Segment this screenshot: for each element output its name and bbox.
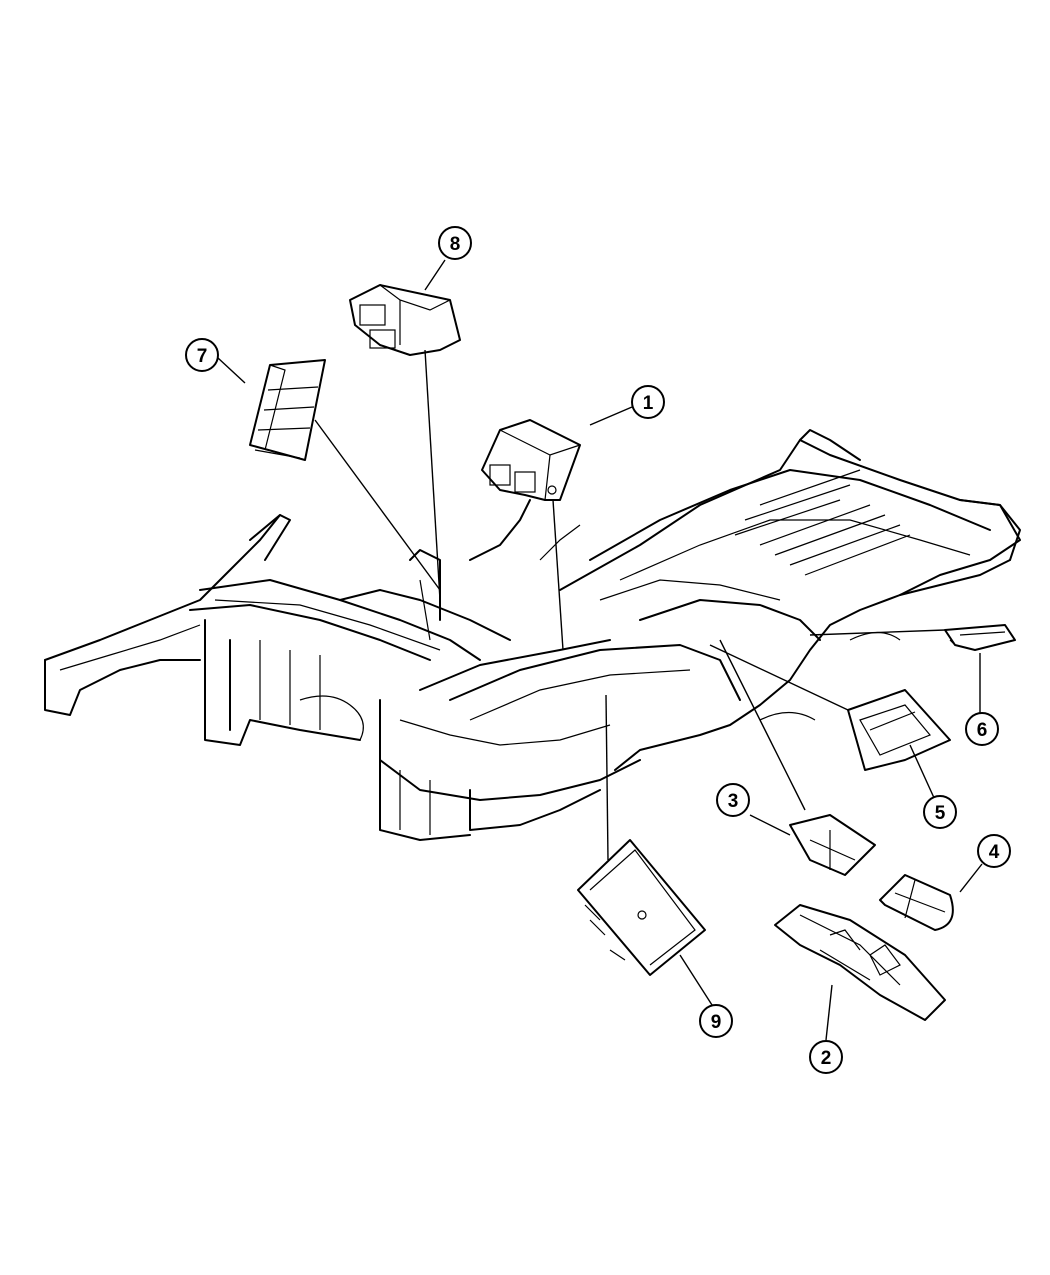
callout-5: 5 — [923, 795, 957, 829]
callout-2-label: 2 — [821, 1048, 832, 1069]
callout-1-label: 1 — [643, 393, 654, 414]
part-6-module — [944, 624, 1016, 651]
callout-3: 3 — [716, 783, 750, 817]
part-2-bezel — [774, 904, 946, 1021]
callout-5-label: 5 — [935, 803, 946, 824]
callout-3-label: 3 — [728, 791, 739, 812]
part-5-module — [847, 689, 951, 771]
callout-7: 7 — [185, 338, 219, 372]
callout-9-label: 9 — [711, 1012, 722, 1033]
callout-8-label: 8 — [450, 234, 461, 255]
callout-2: 2 — [809, 1040, 843, 1074]
callout-6: 6 — [965, 712, 999, 746]
callout-6-label: 6 — [977, 720, 988, 741]
part-7-module — [249, 359, 326, 461]
leader-lines — [217, 259, 983, 1041]
part-9-module — [577, 839, 706, 976]
callout-8: 8 — [438, 226, 472, 260]
part-3-pad — [789, 814, 876, 876]
callout-1: 1 — [631, 385, 665, 419]
vehicle-underbody — [44, 429, 1021, 841]
part-4-pad — [879, 874, 954, 931]
part-8-module — [349, 284, 461, 356]
callout-7-label: 7 — [197, 346, 208, 367]
part-1-module — [481, 419, 581, 501]
callout-4: 4 — [977, 834, 1011, 868]
callout-4-label: 4 — [989, 842, 1000, 863]
callout-9: 9 — [699, 1004, 733, 1038]
